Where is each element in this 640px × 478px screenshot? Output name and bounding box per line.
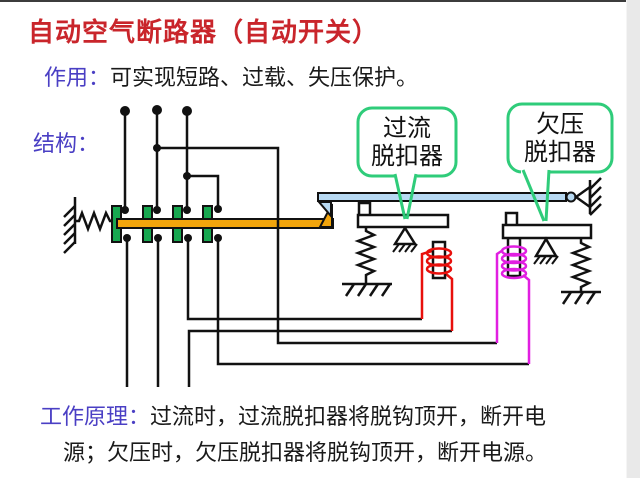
principle-line1: 工作原理：过流时，过流脱扣器将脱钩顶开，断开电 [40,399,546,431]
undervoltage-callout-line1: 欠压 [536,111,584,138]
undervoltage-lever-pivot [533,236,559,258]
main-contact-bar [116,218,334,229]
undervoltage-callout: 欠压 脱扣器 [506,102,614,222]
slide-right-margin [626,0,640,478]
terminal-dots [120,105,222,242]
undervoltage-feed-wire-a [157,146,497,345]
overcurrent-armature-core [431,240,447,280]
overcurrent-lever [342,201,450,297]
page-title: 自动空气断路器（自动开关） [28,18,380,47]
latch-wedge-blue [316,201,332,219]
structure-label: 结构： [33,131,100,156]
overcurrent-callout: 过流 脱扣器 [356,106,458,220]
overcurrent-callout-line1: 过流 [383,115,431,142]
wiring-black [123,110,529,387]
principle-line2: 源；欠压时，欠压脱扣器将脱钩顶开，断开电源。 [63,440,548,465]
contact4-feed-wire [187,174,220,209]
function-label: 作用： [44,65,111,90]
undervoltage-feed-wire-b [216,238,529,366]
overcurrent-coil-wire-in [186,238,422,321]
slide-top-border [0,0,627,2]
left-wall [63,197,77,254]
right-wall-mount [573,177,602,216]
undervoltage-coil [495,236,531,364]
overcurrent-callout-line2: 脱扣器 [371,143,443,170]
spring-ground-left [342,282,392,297]
function-line: 作用：可实现短路、过载、失压保护。 [44,60,418,92]
trip-lever-bar [317,192,567,202]
spring-ground-right [561,290,601,305]
return-spring-horizontal [75,209,112,233]
undervoltage-lever [501,211,601,305]
overcurrent-coil-wire-out [187,329,452,387]
overcurrent-lever-spring [354,227,378,283]
undervoltage-lever-spring [569,238,593,291]
function-text: 可实现短路、过载、失压保护。 [110,65,419,90]
overcurrent-coil [420,240,454,331]
principle-text-1: 过流时，过流脱扣器将脱钩顶开，断开电 [150,404,547,429]
principle-label: 工作原理： [40,404,151,429]
overcurrent-lever-pivot [392,225,418,246]
undervoltage-callout-line2: 脱扣器 [524,139,596,166]
